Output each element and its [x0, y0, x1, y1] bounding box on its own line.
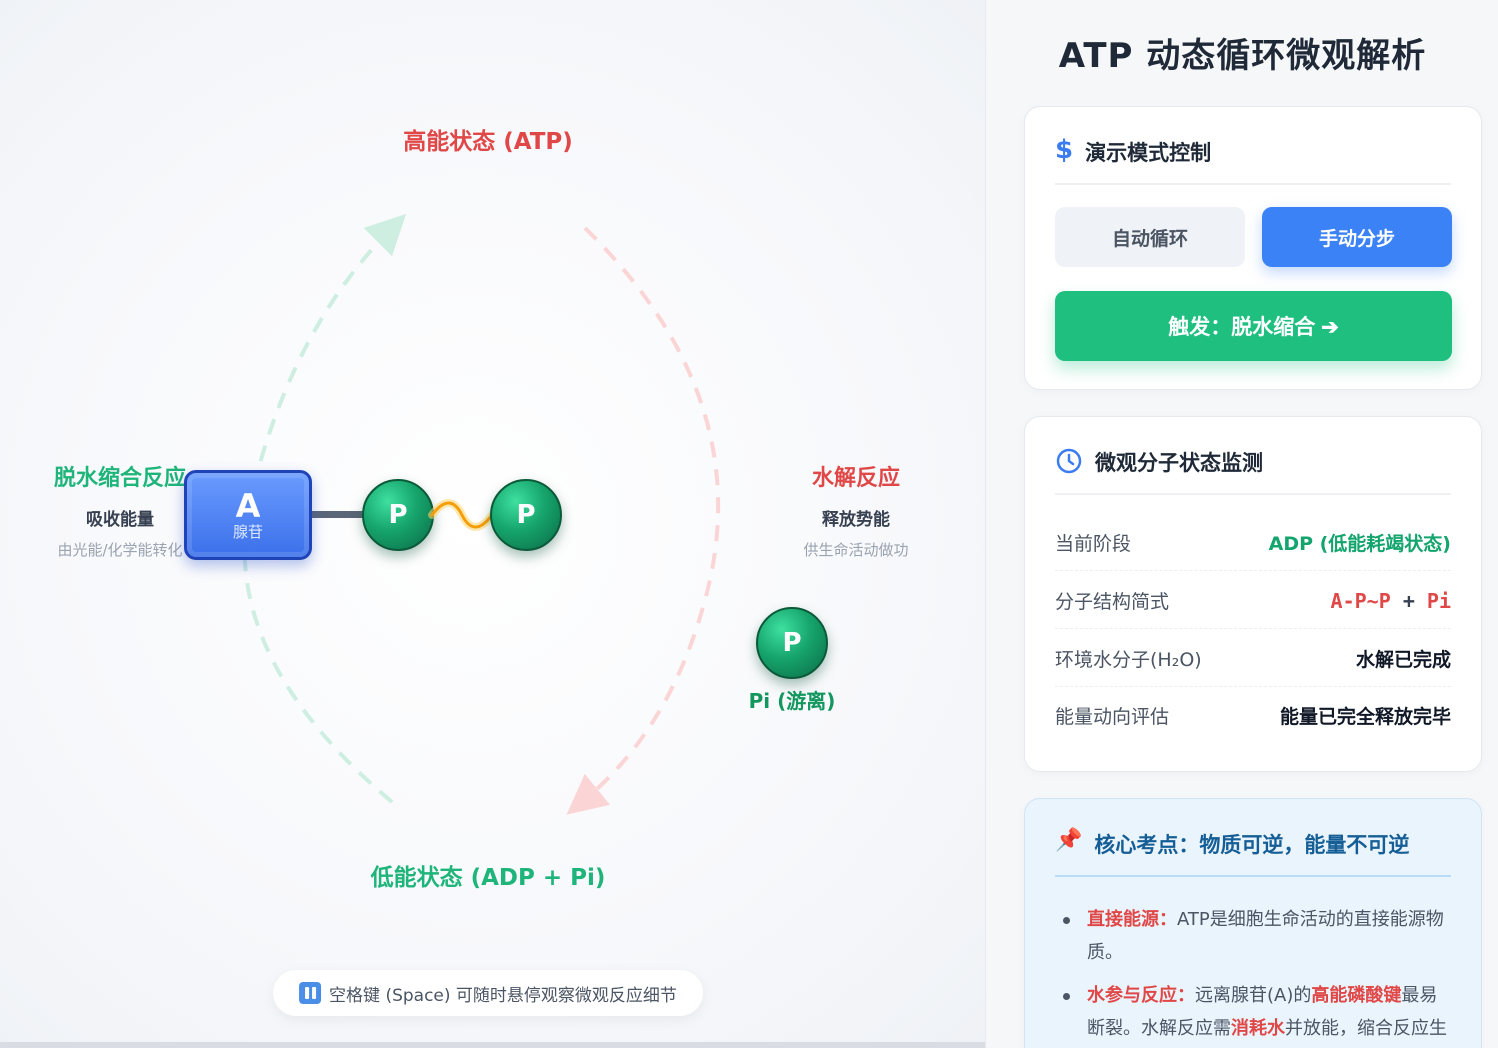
state-low-label: 低能状态 (ADP + Pi): [370, 865, 606, 891]
status-value-water: 水解已完成: [1355, 649, 1451, 671]
keyboard-hint: 空格键 (Space) 可随时悬停观察微观反应细节: [273, 970, 703, 1016]
free-phosphate[interactable]: P: [756, 607, 828, 679]
free-phosphate-letter: P: [782, 628, 802, 658]
tip-label: 水参与反应：: [1087, 985, 1195, 1006]
status-key: 当前阶段: [1055, 533, 1132, 555]
status-value-stage: ADP (低能耗竭状态): [1268, 533, 1451, 555]
dollar-icon: $: [1055, 135, 1074, 165]
manual-step-button[interactable]: 手动分步: [1262, 207, 1452, 267]
status-key: 环境水分子(H₂O): [1055, 649, 1202, 671]
state-high-label: 高能状态 (ATP): [403, 129, 573, 155]
formula-pi: Pi: [1426, 588, 1451, 613]
pushpin-icon: 📌: [1055, 828, 1083, 853]
adenosine-letter: A: [235, 487, 261, 525]
free-phosphate-label: Pi (游离): [748, 689, 836, 713]
hydrolysis-note: 供生命活动做功: [803, 541, 909, 559]
monitor-card-header: 微观分子状态监测: [1055, 447, 1451, 495]
tip-label: 直接能源：: [1087, 909, 1177, 930]
synthesis-note: 由光能/化学能转化: [57, 541, 183, 559]
hydrolysis-subtitle: 释放势能: [822, 510, 890, 530]
status-row-water: 环境水分子(H₂O) 水解已完成: [1055, 631, 1451, 687]
clock-icon: [1056, 448, 1082, 474]
adenosine-block[interactable]: A 腺苷: [184, 470, 312, 560]
phosphate-1-letter: P: [388, 500, 408, 530]
key-points-header: 📌 核心考点：物质可逆，能量不可逆: [1055, 829, 1451, 877]
control-card-title: 演示模式控制: [1085, 141, 1212, 165]
hydrolysis-title: 水解反应: [811, 466, 901, 491]
tip-text: 最易断裂。水解反应需: [1087, 985, 1438, 1039]
status-row-stage: 当前阶段 ADP (低能耗竭状态): [1055, 515, 1451, 571]
synthesis-title: 脱水缩合反应: [53, 466, 187, 491]
tip-highlight: 高能磷酸键: [1311, 985, 1402, 1006]
side-panel: ATP 动态循环微观解析 $ 演示模式控制 自动循环 手动分步 触发：脱水缩合 …: [985, 0, 1498, 1048]
adenosine-name: 腺苷: [232, 523, 263, 541]
control-card-header: $ 演示模式控制: [1055, 137, 1451, 185]
key-points-card: 📌 核心考点：物质可逆，能量不可逆 直接能源：ATP是细胞生命活动的直接能源物质…: [1024, 798, 1482, 1048]
tip-text: ATP是细胞生命活动的直接能源物质。: [1087, 909, 1444, 963]
trigger-synthesis-button[interactable]: 触发：脱水缩合 ➔: [1055, 291, 1452, 361]
status-value-energy: 能量已完全释放完毕: [1279, 705, 1451, 728]
cycle-stage: 高能状态 (ATP) 低能状态 (ADP + Pi) 脱水缩合反应 吸收能量 由…: [0, 0, 985, 1048]
tip-highlight: 消耗水: [1231, 1018, 1285, 1039]
hydrolysis-arrow-path: [566, 226, 721, 815]
panel-title: ATP 动态循环微观解析: [1058, 36, 1427, 76]
key-points-title: 核心考点：物质可逆，能量不可逆: [1094, 833, 1410, 857]
auto-cycle-button[interactable]: 自动循环: [1055, 207, 1245, 267]
formula-main: A-P~P: [1330, 588, 1391, 613]
phosphate-2[interactable]: P: [490, 479, 562, 551]
high-energy-bond-icon: [428, 499, 496, 531]
tip-text: 远离腺苷(A)的: [1195, 985, 1312, 1006]
monitor-card: 微观分子状态监测 当前阶段 ADP (低能耗竭状态) 分子结构简式 A-P~P …: [1024, 416, 1482, 772]
pause-icon: [299, 982, 322, 1004]
status-row-energy: 能量动向评估 能量已完全释放完毕: [1055, 687, 1451, 743]
list-item: 直接能源：ATP是细胞生命活动的直接能源物质。: [1057, 903, 1453, 969]
control-card: $ 演示模式控制 自动循环 手动分步 触发：脱水缩合 ➔: [1024, 106, 1482, 390]
phosphate-2-letter: P: [516, 500, 536, 530]
status-row-formula: 分子结构简式 A-P~P + Pi: [1055, 573, 1451, 629]
formula-plus: +: [1402, 588, 1415, 613]
synthesis-subtitle: 吸收能量: [86, 510, 154, 530]
status-value-formula: A-P~P + Pi: [1331, 589, 1451, 613]
ordinary-bond: [310, 511, 366, 518]
phosphate-1[interactable]: P: [362, 479, 434, 551]
monitor-card-title: 微观分子状态监测: [1095, 451, 1263, 475]
keyboard-hint-text: 空格键 (Space) 可随时悬停观察微观反应细节: [329, 985, 677, 1006]
key-points-list: 直接能源：ATP是细胞生命活动的直接能源物质。 水参与反应：远离腺苷(A)的高能…: [1057, 903, 1453, 1048]
list-item: 水参与反应：远离腺苷(A)的高能磷酸键最易断裂。水解反应需消耗水并放能，缩合反应…: [1057, 979, 1453, 1048]
status-key: 能量动向评估: [1055, 705, 1170, 728]
tip-text: 并放能，缩合反应生成水并吸能。: [1285, 1018, 1447, 1039]
horizontal-scrollbar[interactable]: [0, 1042, 985, 1048]
status-key: 分子结构简式: [1055, 591, 1170, 613]
